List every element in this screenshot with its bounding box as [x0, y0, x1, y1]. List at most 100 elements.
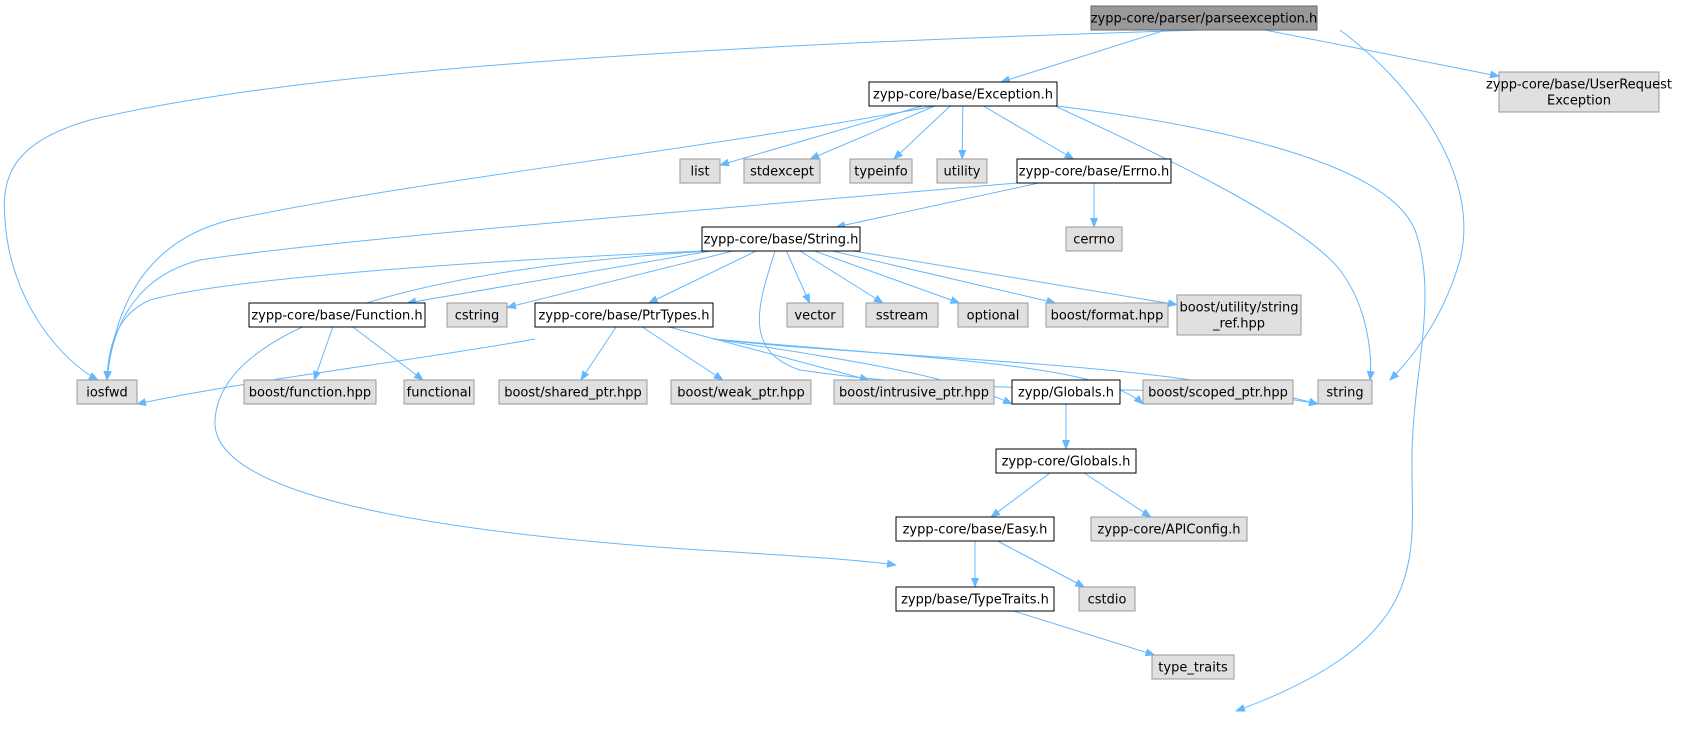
node-label-userrequest: Exception: [1547, 94, 1611, 109]
edge-easy-to-cstdio: [997, 540, 1086, 588]
node-label-functional: functional: [407, 386, 472, 401]
edge-string_h-to-easy: [214, 250, 897, 568]
node-box-cstdio: [1078, 586, 1136, 612]
edge-exception-to-errno: [983, 105, 1075, 160]
node-stringref: boost/utility/string_ref.hpp: [1176, 294, 1302, 336]
node-sharedptr: boost/shared_ptr.hpp: [498, 379, 648, 405]
node-box-boostformat: [1045, 302, 1169, 328]
node-label-sstream: sstream: [876, 309, 928, 324]
node-box-vector: [786, 302, 844, 328]
edge-string_h-to-function: [406, 250, 711, 306]
node-label-exception: zypp-core/base/Exception.h: [873, 88, 1053, 103]
node-label-utility: utility: [944, 165, 981, 180]
node-box-stdexcept: [743, 158, 821, 184]
node-box-zyppglobals: [1011, 379, 1121, 405]
node-string_h[interactable]: zypp-core/base/String.h: [701, 226, 861, 252]
node-stdexcept: stdexcept: [743, 158, 821, 184]
edge-function-to-boostfunction: [313, 326, 334, 381]
node-box-ptrtypes: [534, 302, 714, 328]
node-apiconfig: zypp-core/APIConfig.h: [1090, 516, 1248, 542]
edge-ptrtypes-to-iosfwd: [136, 338, 536, 407]
edge-errno-to-string_h: [835, 182, 1039, 229]
node-zyppglobals[interactable]: zypp/Globals.h: [1011, 379, 1121, 405]
node-box-intrusiveptr: [833, 379, 995, 405]
node-iosfwd: iosfwd: [76, 379, 138, 405]
node-label-boostformat: boost/format.hpp: [1051, 309, 1164, 324]
node-label-cstring: cstring: [455, 309, 499, 324]
node-box-utility: [936, 158, 988, 184]
node-label-errno: zypp-core/base/Errno.h: [1019, 165, 1169, 180]
node-label-optional: optional: [967, 309, 1020, 324]
node-box-coreglobals: [995, 448, 1137, 474]
node-box-cerrno: [1065, 226, 1123, 252]
node-label-apiconfig: zypp-core/APIConfig.h: [1098, 523, 1241, 538]
edge-ptrtypes-to-intrusiveptr: [669, 326, 870, 382]
node-label-easy: zypp-core/base/Easy.h: [903, 523, 1048, 538]
node-cerrno: cerrno: [1065, 226, 1123, 252]
edge-exception-to-list: [719, 105, 923, 167]
node-intrusiveptr: boost/intrusive_ptr.hpp: [833, 379, 995, 405]
edge-exception-to-stdexcept: [809, 105, 935, 160]
node-weakptr: boost/weak_ptr.hpp: [670, 379, 812, 405]
node-box-cstring: [446, 302, 508, 328]
node-parseexception: zypp-core/parser/parseexception.h: [1090, 5, 1318, 31]
node-label-cerrno: cerrno: [1073, 233, 1115, 248]
edge-parseexception-to-string: [1339, 29, 1465, 381]
node-box-boostfunction: [243, 379, 377, 405]
node-typeinfo: typeinfo: [849, 158, 913, 184]
node-label-scopedptr: boost/scoped_ptr.hpp: [1148, 386, 1288, 401]
node-box-exception: [868, 81, 1058, 107]
node-easy[interactable]: zypp-core/base/Easy.h: [895, 516, 1055, 542]
node-box-userrequest: [1498, 71, 1660, 113]
edge-coreglobals-to-apiconfig: [1083, 472, 1152, 518]
node-errno[interactable]: zypp-core/base/Errno.h: [1016, 158, 1172, 184]
edge-exception-to-string: [1054, 105, 1375, 381]
edge-string_h-to-iosfwd: [103, 250, 703, 381]
edge-coreglobals-to-easy: [990, 472, 1051, 518]
node-box-function: [248, 302, 426, 328]
node-label-string: string: [1326, 386, 1363, 401]
file-nodes: zypp-core/parser/parseexception.h zypp-co…: [76, 5, 1672, 680]
node-boostformat: boost/format.hpp: [1045, 302, 1169, 328]
node-label-stringref: boost/utility/string: [1179, 301, 1298, 316]
edge-string_h-to-cstring: [506, 250, 734, 310]
node-box-type_traits: [1151, 654, 1235, 680]
node-label-sharedptr: boost/shared_ptr.hpp: [504, 386, 642, 401]
node-cstring: cstring: [446, 302, 508, 328]
node-label-weakptr: boost/weak_ptr.hpp: [677, 386, 804, 401]
node-function[interactable]: zypp-core/base/Function.h: [248, 302, 426, 328]
edge-parseexception-to-iosfwd: [3, 29, 1205, 381]
node-coreglobals[interactable]: zypp-core/Globals.h: [995, 448, 1137, 474]
edge-string_h-to-stringref: [853, 250, 1178, 308]
node-label-iosfwd: iosfwd: [86, 386, 128, 401]
node-box-typeinfo: [849, 158, 913, 184]
node-box-string: [1317, 379, 1373, 405]
edge-parseexception-to-exception: [1000, 29, 1167, 84]
node-box-stringref: [1176, 294, 1302, 336]
edge-ptrtypes-to-weakptr: [641, 326, 724, 381]
node-label-boostfunction: boost/function.hpp: [249, 386, 371, 401]
node-exception[interactable]: zypp-core/base/Exception.h: [868, 81, 1058, 107]
edge-string_h-to-sstream: [799, 250, 884, 304]
edge-string_h-to-vector: [785, 250, 811, 304]
node-string: string: [1317, 379, 1373, 405]
node-label-coreglobals: zypp-core/Globals.h: [1002, 455, 1131, 470]
node-label-zyppglobals: zypp/Globals.h: [1018, 386, 1114, 401]
edge-exception-to-typeinfo: [893, 105, 951, 160]
node-optional: optional: [957, 302, 1029, 328]
dependency-edges: [3, 29, 1500, 712]
node-box-errno: [1016, 158, 1172, 184]
edge-errno-to-iosfwd: [103, 182, 1018, 381]
node-label-string_h: zypp-core/base/String.h: [704, 233, 859, 248]
node-utility: utility: [936, 158, 988, 184]
node-ptrtypes[interactable]: zypp-core/base/PtrTypes.h: [534, 302, 714, 328]
node-list: list: [679, 158, 721, 184]
node-label-typetraits_h: zypp/base/TypeTraits.h: [901, 593, 1049, 608]
node-box-scopedptr: [1142, 379, 1294, 405]
edge-string_h-to-optional: [814, 250, 961, 304]
edge-string_h-to-ptrtypes: [647, 250, 757, 304]
edge-string_h-to-boostformat: [832, 250, 1057, 305]
node-typetraits_h[interactable]: zypp/base/TypeTraits.h: [895, 586, 1055, 612]
